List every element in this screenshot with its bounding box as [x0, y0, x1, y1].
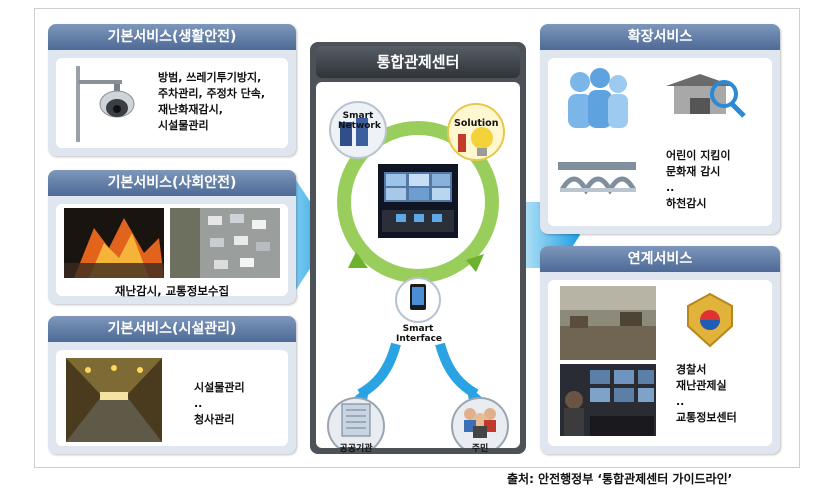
- panel-basic-social: 기본서비스(사회안전) 재난감시, 교통정보수집: [48, 170, 296, 304]
- panel-extended: 확장서비스 어린이 지킴이 문화재 감시 .. 하천감시: [540, 24, 780, 234]
- efficiency-label-2: 극대화: [331, 373, 363, 386]
- center-hub-graphic: [327, 101, 509, 448]
- facility-line-3: 청사관리: [194, 413, 235, 426]
- linked-line-4: 교통정보센터: [676, 411, 737, 424]
- flood-photo: [560, 286, 656, 360]
- extended-line-2: 문화재 감시: [666, 165, 721, 178]
- life-line-3: 재난화재감시,: [158, 103, 223, 116]
- efficiency-label-1: 업무효율: [326, 359, 368, 372]
- resident-label: 주민: [471, 444, 489, 454]
- traffic-photo: [170, 208, 280, 278]
- facility-line-2: ..: [194, 397, 203, 410]
- heritage-magnifier-icon: [666, 74, 746, 118]
- life-line-4: 시설물관리: [158, 119, 209, 132]
- social-caption: 재난감시, 교통정보수집: [114, 284, 230, 298]
- panel-basic-social-body: 재난감시, 교통정보수집: [56, 204, 288, 298]
- extended-line-1: 어린이 지킴이: [666, 149, 731, 162]
- linked-line-1: 경찰서: [676, 363, 707, 376]
- panel-basic-facility-body: 시설물관리 .. 청사관리: [56, 350, 288, 446]
- bridge-icon: [558, 162, 637, 194]
- control-room-photo: [560, 364, 656, 436]
- smart-network-label-2: Network: [338, 121, 381, 131]
- center-title: 통합관제센터: [316, 46, 520, 78]
- smart-interface-label-1: Smart: [402, 324, 434, 334]
- tunnel-photo: [66, 358, 162, 442]
- panel-basic-social-title: 기본서비스(사회안전): [48, 170, 296, 196]
- extended-line-4: 하천감시: [666, 197, 707, 210]
- resident-service-label-2: 서비스: [473, 373, 505, 386]
- panel-basic-life-title: 기본서비스(생활안전): [48, 24, 296, 50]
- source-caption: 출처: 안전행정부 ‘통합관제센터 가이드라인’: [507, 472, 733, 486]
- resident-service-label-1: 주민중심: [468, 359, 510, 372]
- extended-line-3: ..: [666, 181, 675, 194]
- linked-line-2: 재난관제실: [676, 379, 727, 392]
- integrated-control-center: 통합관제센터: [310, 42, 526, 454]
- panel-extended-title: 확장서비스: [540, 24, 780, 50]
- linked-line-3: ..: [676, 395, 685, 408]
- life-line-2: 주차관리, 주정차 단속,: [158, 87, 266, 100]
- panel-linked: 연계서비스 경찰서 재난관제실 .. 교통정보센터: [540, 246, 780, 454]
- smart-network-label-1: Smart: [342, 111, 374, 121]
- panel-linked-title: 연계서비스: [540, 246, 780, 272]
- panel-basic-life: 기본서비스(생활안전) 방범, 쓰레기투기방지, 주차관리, 주정차 단속, 재…: [48, 24, 296, 156]
- life-line-1: 방범, 쓰레기투기방지,: [158, 71, 262, 84]
- smart-interface-label-2: Interface: [396, 334, 443, 344]
- panel-basic-life-body: 방범, 쓰레기투기방지, 주차관리, 주정차 단속, 재난화재감시, 시설물관리: [56, 58, 288, 148]
- cctv-camera-icon: [76, 66, 135, 142]
- panel-linked-body: 경찰서 재난관제실 .. 교통정보센터: [548, 280, 772, 446]
- panel-basic-facility: 기본서비스(시설관리) 시설물관리 .. 청사관리: [48, 316, 296, 454]
- public-agency-label: 공공기관: [339, 444, 373, 454]
- panel-basic-facility-title: 기본서비스(시설관리): [48, 316, 296, 342]
- fire-photo: [64, 208, 164, 278]
- flow-arrow-right: [510, 180, 580, 290]
- panel-extended-body: 어린이 지킴이 문화재 감시 .. 하천감시: [548, 58, 772, 226]
- police-emblem-icon: [687, 292, 733, 348]
- people-icon: [568, 68, 628, 128]
- solution-label: Solution: [454, 118, 499, 129]
- facility-line-1: 시설물관리: [194, 381, 245, 394]
- center-body: Smart Network Solution Smart Interface 업…: [316, 82, 520, 454]
